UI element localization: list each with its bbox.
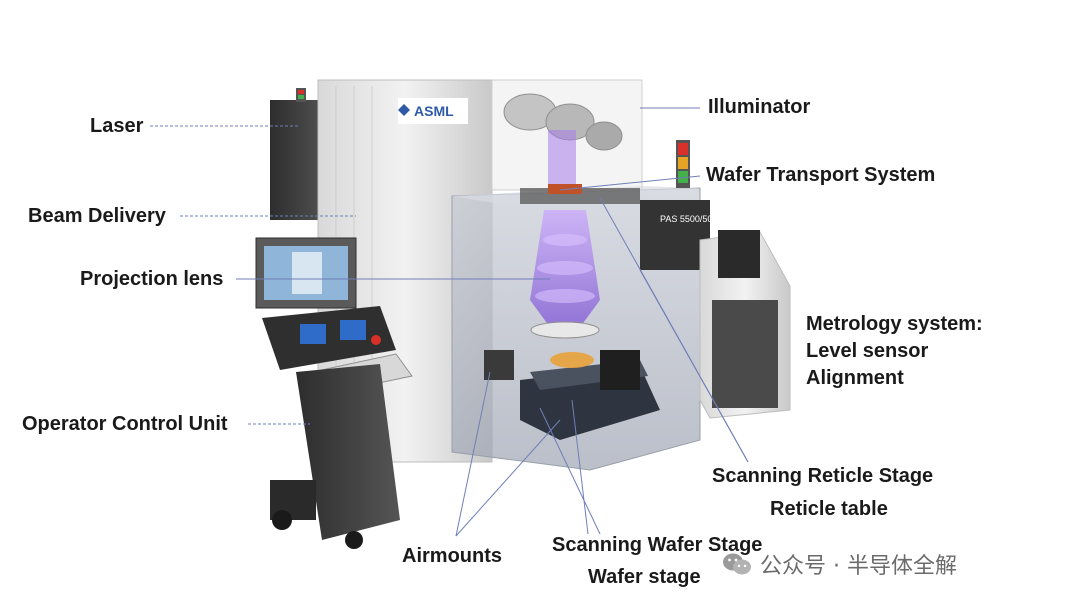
projection-beam [530, 210, 600, 339]
leader-scanning-wafer-stage [571, 399, 589, 535]
label-projection-lens: Projection lens [80, 268, 224, 290]
label-laser: Laser [90, 115, 144, 137]
label-wafer-stage: Wafer stage [588, 566, 701, 588]
leader-lines [150, 107, 749, 537]
wechat-icon [723, 553, 751, 575]
leader-wafer-transport [559, 175, 701, 191]
label-airmounts: Airmounts [402, 545, 502, 567]
leader-wafer-stage [539, 407, 601, 535]
logo-text: ASML [414, 103, 454, 119]
label-reticle-table: Reticle table [770, 498, 888, 520]
label-beam-delivery: Beam Delivery [28, 205, 166, 227]
label-metrology-system: Metrology system: [806, 313, 983, 335]
label-wafer-transport-system: Wafer Transport System [706, 164, 936, 186]
wafer-stage-assembly [484, 350, 660, 440]
label-scanning-wafer-stage: Scanning Wafer Stage [552, 534, 763, 556]
leader-airmount-1 [455, 371, 491, 537]
watermark: 公众号 · 半导体全解 [722, 548, 957, 580]
asml-logo: ASML [398, 98, 468, 124]
model-text: PAS 5500/500 [660, 214, 717, 224]
right-cabinet [699, 230, 791, 419]
leader-airmount-2 [455, 419, 561, 537]
label-scanning-reticle-stage: Scanning Reticle Stage [712, 465, 934, 487]
label-illuminator: Illuminator [708, 96, 811, 118]
wafer-transport-tower: PAS 5500/500 [640, 140, 717, 270]
operator-console [255, 237, 413, 549]
illuminator-optics [503, 93, 623, 186]
label-alignment: Alignment [806, 367, 904, 389]
label-level-sensor: Level sensor [806, 340, 929, 362]
leader-reticle-table [639, 269, 749, 463]
label-operator-control-unit: Operator Control Unit [22, 413, 228, 435]
watermark-text: 公众号 · 半导体全解 [760, 554, 957, 579]
